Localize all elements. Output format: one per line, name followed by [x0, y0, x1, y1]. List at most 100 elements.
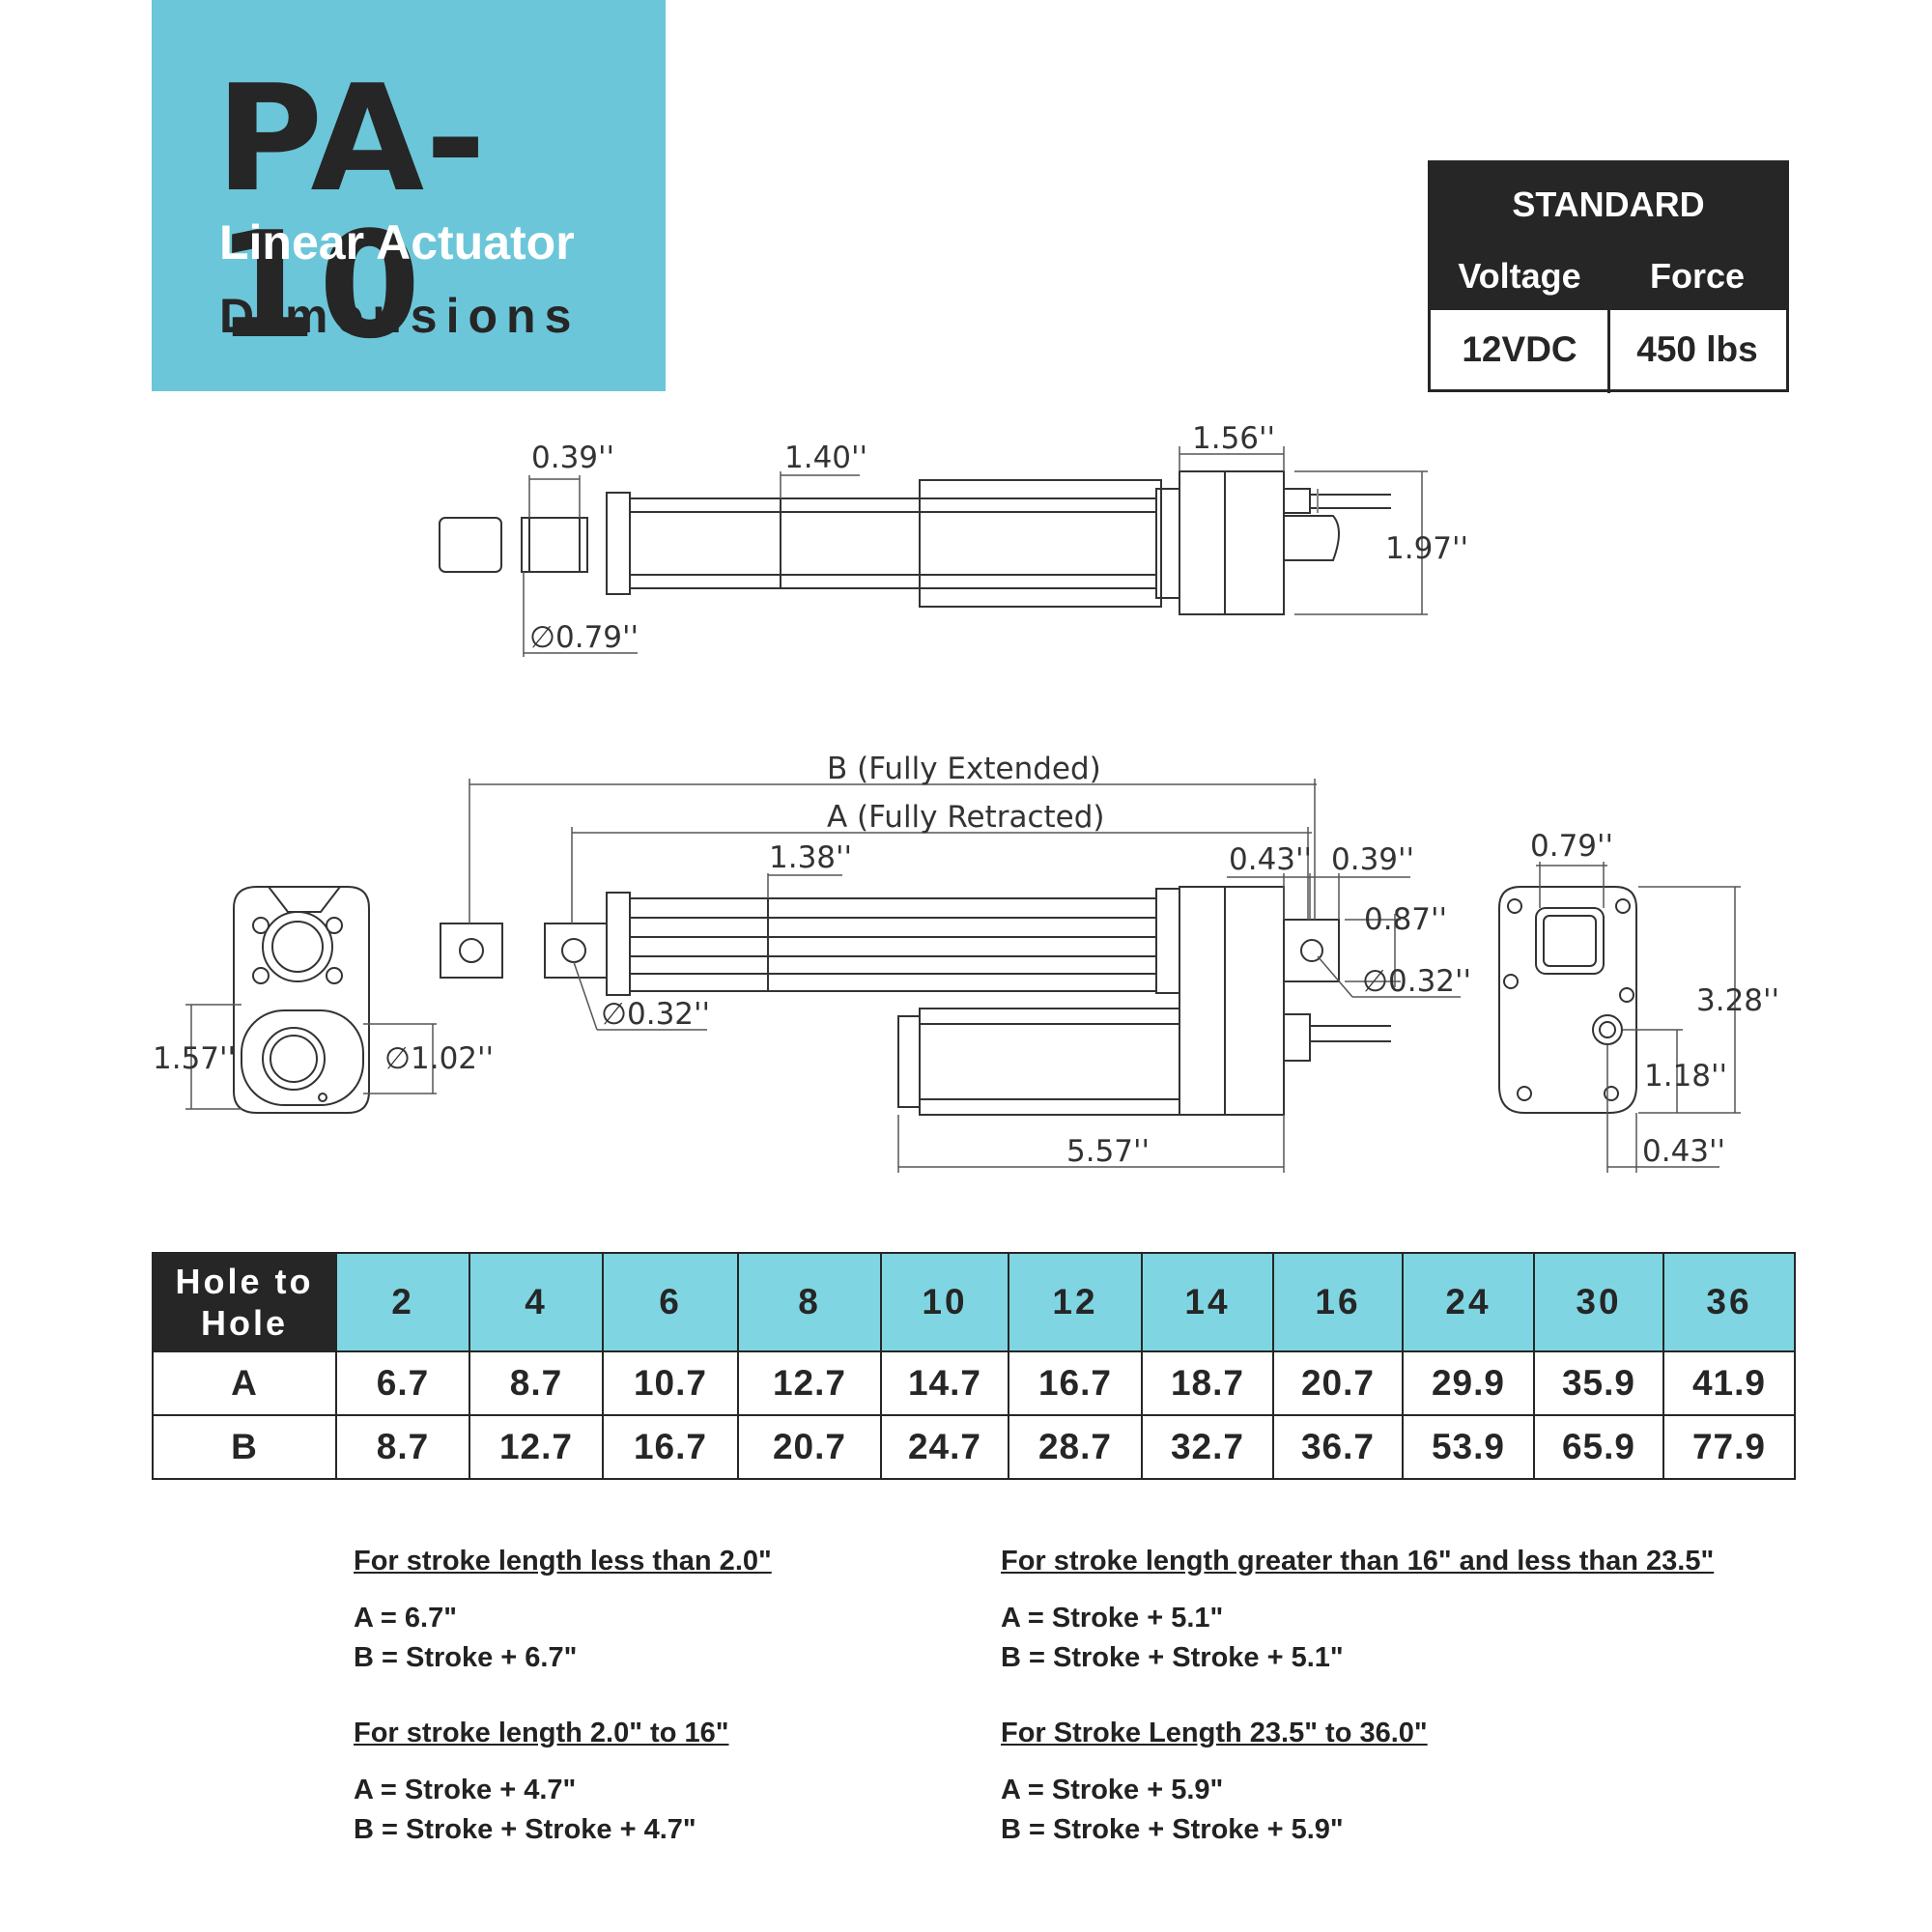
formula-heading: For stroke length 2.0" to 16"	[354, 1718, 729, 1748]
hole-to-hole-table: Hole to Hole 2 4 6 8 10 12 14 16 24 30 3…	[152, 1252, 1796, 1480]
formula-23-to-36: For Stroke Length 23.5" to 36.0" A = Str…	[1001, 1714, 1428, 1850]
dim-gearbox-width: 1.56''	[1192, 421, 1275, 456]
table-cell: 20.7	[1272, 1350, 1404, 1416]
voltage-value: 12VDC	[1462, 329, 1577, 369]
formula-line: B = Stroke + Stroke + 5.9"	[1001, 1814, 1344, 1845]
dim-motor-length: 5.57''	[1066, 1134, 1150, 1169]
formula-heading: For stroke length less than 2.0"	[354, 1546, 772, 1577]
formula-under-2: For stroke length less than 2.0" A = 6.7…	[354, 1542, 772, 1678]
table-cell: 16.7	[1008, 1350, 1143, 1416]
stroke-header: 4	[469, 1252, 604, 1352]
rear-end-view: 0.79'' 3.28'' 1.18'' 0.43''	[1498, 829, 1779, 1173]
hole-to-hole-header: Hole to Hole	[152, 1252, 337, 1352]
table-cell: 8.7	[469, 1350, 604, 1416]
stroke-header: 36	[1662, 1252, 1796, 1352]
dim-mount-height: 1.18''	[1644, 1059, 1727, 1094]
rod-front-collar	[606, 492, 631, 595]
spec-divider	[1607, 310, 1610, 393]
stroke-header: 8	[737, 1252, 882, 1352]
formula-heading: For Stroke Length 23.5" to 36.0"	[1001, 1718, 1428, 1748]
dim-rod-end-width: 0.39''	[531, 440, 614, 475]
stroke-header: 6	[602, 1252, 739, 1352]
row-label: A	[152, 1350, 337, 1416]
extended-rod-end	[440, 923, 503, 979]
table-cell: 8.7	[335, 1414, 470, 1480]
dimension-drawing: 0.39'' 1.40'' 1.56'' 1.97'' ∅0.79''	[153, 421, 1779, 1173]
stroke-header: 14	[1141, 1252, 1274, 1352]
dim-fully-retracted: A (Fully Retracted)	[827, 800, 1105, 835]
table-cell: 12.7	[469, 1414, 604, 1480]
dim-clevis-width: 0.39''	[1331, 842, 1414, 877]
side-inner-tube	[629, 897, 1157, 992]
dim-fully-extended: B (Fully Extended)	[827, 752, 1101, 786]
table-cell: 18.7	[1141, 1350, 1274, 1416]
dim-tube-width: 0.79''	[1530, 829, 1613, 864]
title-block: PA-10 Linear Actuator Dimensions	[152, 0, 666, 391]
stroke-header: 2	[335, 1252, 470, 1352]
table-cell: 10.7	[602, 1350, 739, 1416]
dim-motor-diameter: ∅1.02''	[384, 1041, 494, 1076]
gearbox-housing-top	[1179, 470, 1285, 615]
table-cell: 20.7	[737, 1414, 882, 1480]
rod-clevis	[521, 517, 588, 573]
dim-rear-hole: ∅0.32''	[1362, 964, 1471, 999]
title-subtitle: Linear Actuator	[219, 215, 575, 270]
dim-total-height: 3.28''	[1696, 983, 1779, 1018]
table-cell: 36.7	[1272, 1414, 1404, 1480]
side-motor-cap	[897, 1015, 921, 1108]
stroke-header: 10	[880, 1252, 1009, 1352]
dim-height: 1.97''	[1385, 531, 1468, 566]
formula-line: B = Stroke + Stroke + 5.1"	[1001, 1642, 1344, 1673]
hole-to-hole-header-line1: Hole to	[175, 1262, 314, 1301]
cable-gland-top	[1284, 488, 1391, 561]
dim-mount-offset: 0.43''	[1642, 1134, 1725, 1169]
motor-body-top	[919, 479, 1162, 608]
table-cell: 24.7	[880, 1414, 1009, 1480]
formula-line: B = Stroke + 6.7"	[354, 1642, 578, 1673]
table-cell: 32.7	[1141, 1414, 1274, 1480]
row-label: B	[152, 1414, 337, 1480]
formula-2-to-16: For stroke length 2.0" to 16" A = Stroke…	[354, 1714, 728, 1850]
spec-heading: STANDARD	[1512, 185, 1705, 224]
formula-line: A = 6.7"	[354, 1603, 457, 1634]
dim-rod-offset: 1.38''	[769, 840, 852, 875]
hole-to-hole-header-line2: Hole	[200, 1303, 288, 1343]
stroke-header: 16	[1272, 1252, 1404, 1352]
front-motor-boss	[241, 1009, 364, 1106]
formula-16-to-23: For stroke length greater than 16" and l…	[1001, 1542, 1714, 1678]
spec-table: STANDARD Voltage Force 12VDC 450 lbs	[1428, 160, 1789, 393]
side-view: B (Fully Extended) A (Fully Retracted) 1…	[440, 752, 1471, 1173]
cable-gland-side	[1284, 1013, 1391, 1062]
table-cell: 14.7	[880, 1350, 1009, 1416]
top-view: 0.39'' 1.40'' 1.56'' 1.97'' ∅0.79''	[439, 421, 1468, 657]
side-front-collar	[606, 892, 631, 996]
table-cell: 16.7	[602, 1414, 739, 1480]
side-gear-collar	[1155, 888, 1180, 994]
rear-end-outline	[1498, 886, 1637, 1114]
table-cell: 29.9	[1402, 1350, 1535, 1416]
table-cell: 12.7	[737, 1350, 882, 1416]
formula-line: A = Stroke + 5.9"	[1001, 1775, 1224, 1805]
table-cell: 6.7	[335, 1350, 470, 1416]
force-value: 450 lbs	[1636, 329, 1758, 369]
stroke-header-row: Hole to Hole 2 4 6 8 10 12 14 16 24 30 3…	[152, 1252, 1796, 1352]
dim-rod-diameter: ∅0.79''	[529, 620, 639, 655]
formula-line: A = Stroke + 5.1"	[1001, 1603, 1224, 1634]
formula-line: A = Stroke + 4.7"	[354, 1775, 577, 1805]
rod-end-cap	[439, 517, 502, 573]
formula-heading: For stroke length greater than 16" and l…	[1001, 1546, 1715, 1577]
dim-rod-length-mark: 1.40''	[784, 440, 867, 475]
front-end-view: 1.57'' ∅1.02''	[153, 886, 494, 1114]
dim-front-hole: ∅0.32''	[601, 997, 710, 1032]
title-caption: Dimensions	[219, 289, 581, 343]
table-cell: 28.7	[1008, 1414, 1143, 1480]
table-row-a: A 6.7 8.7 10.7 12.7 14.7 16.7 18.7 20.7 …	[152, 1350, 1796, 1416]
table-row-b: B 8.7 12.7 16.7 20.7 24.7 28.7 32.7 36.7…	[152, 1414, 1796, 1480]
dim-clevis-gap: 0.43''	[1229, 842, 1312, 877]
formula-line: B = Stroke + Stroke + 4.7"	[354, 1814, 696, 1845]
stroke-header: 12	[1008, 1252, 1143, 1352]
table-cell: 53.9	[1402, 1414, 1535, 1480]
stroke-header: 24	[1402, 1252, 1535, 1352]
table-cell: 77.9	[1662, 1414, 1796, 1480]
stroke-header: 30	[1533, 1252, 1664, 1352]
